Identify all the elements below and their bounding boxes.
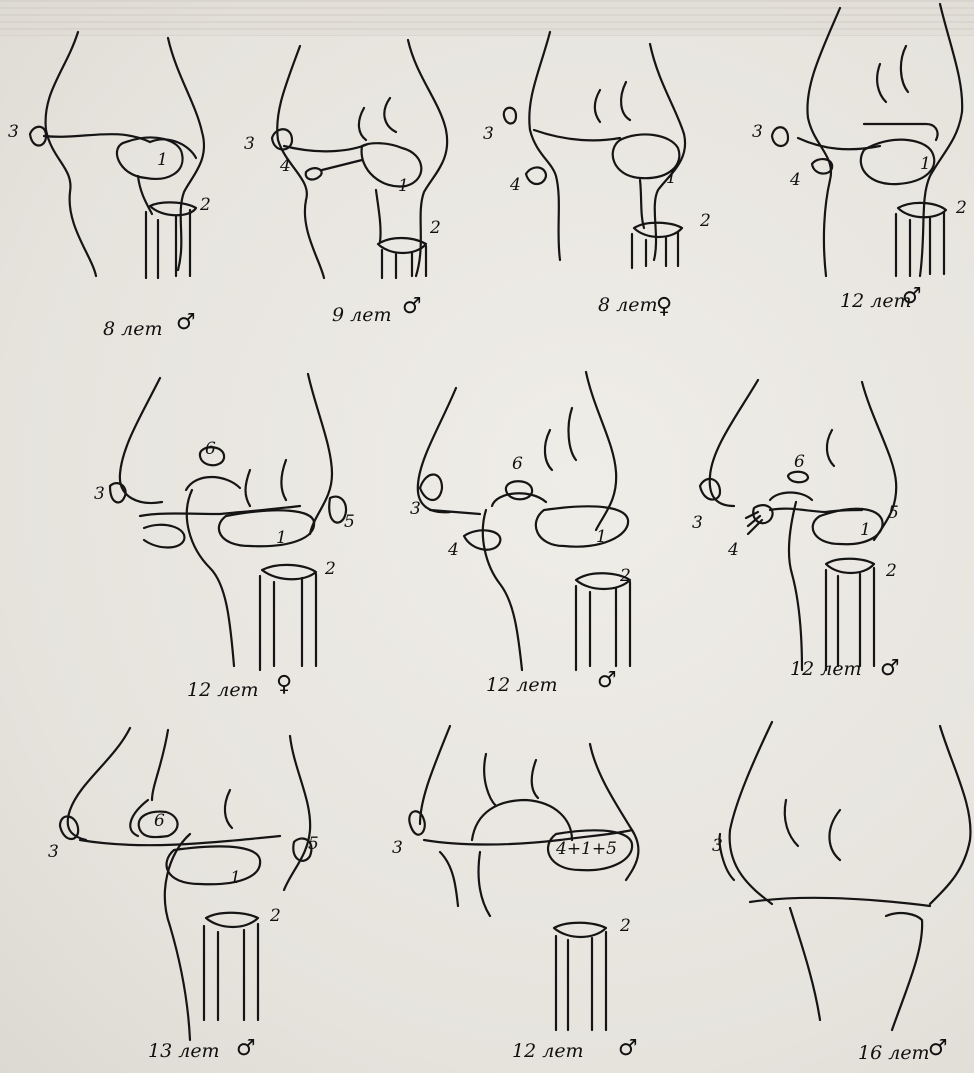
label-6: 6 [512, 456, 523, 473]
label-3: 3 [712, 838, 723, 855]
sex-symbol: ♂ [902, 286, 922, 308]
elbow-diagram-9: 4+1+5 2 3 12 лет ♂ [380, 720, 680, 1073]
age-caption: 12 лет [840, 292, 912, 311]
elbow-outline-2 [240, 30, 480, 350]
label-4: 4 [510, 177, 521, 194]
label-4: 4 [280, 158, 291, 175]
elbow-diagram-1: 1 2 3 8 лет ♂ [0, 30, 240, 350]
label-5: 5 [888, 505, 899, 522]
label-2: 2 [200, 197, 211, 214]
label-1: 1 [666, 170, 677, 187]
label-2: 2 [270, 908, 281, 925]
label-2: 2 [956, 200, 967, 217]
elbow-outline-8 [40, 720, 360, 1073]
label-3: 3 [392, 840, 403, 857]
label-1: 1 [398, 178, 409, 195]
label-1: 1 [860, 522, 871, 539]
sex-symbol: ♂ [928, 1038, 948, 1060]
label-4: 4 [728, 542, 739, 559]
label-1: 1 [276, 530, 287, 547]
label-3: 3 [752, 124, 763, 141]
elbow-diagram-3: 1 2 3 4 8 лет ♀ [480, 30, 730, 350]
label-3: 3 [692, 515, 703, 532]
age-caption: 12 лет [187, 681, 259, 700]
label-1: 1 [596, 529, 607, 546]
sex-symbol: ♂ [402, 296, 422, 318]
age-caption: 13 лет [148, 1042, 220, 1061]
label-6: 6 [794, 454, 805, 471]
age-caption: 12 лет [512, 1042, 584, 1061]
elbow-diagram-10: 3 16 лет ♂ [690, 720, 974, 1073]
label-1: 1 [230, 870, 241, 887]
elbow-diagram-5: 1 2 3 5 6 12 лет ♀ [80, 370, 380, 710]
elbow-diagram-8: 1 2 3 5 6 13 лет ♂ [40, 720, 360, 1073]
age-caption: 12 лет [790, 660, 862, 679]
label-1: 1 [920, 156, 931, 173]
elbow-diagram-4: 1 2 3 4 12 лет ♂ [730, 0, 974, 330]
sex-symbol: ♂ [618, 1038, 638, 1060]
label-5: 5 [308, 836, 319, 853]
label-2: 2 [430, 220, 441, 237]
label-2: 2 [620, 918, 631, 935]
sex-symbol: ♂ [176, 312, 196, 334]
age-caption: 8 лет [598, 296, 658, 315]
label-2: 2 [700, 213, 711, 230]
sex-symbol: ♂ [597, 670, 617, 692]
label-4: 4 [790, 172, 801, 189]
label-4-1-5: 4+1+5 [556, 841, 617, 858]
label-6: 6 [154, 813, 165, 830]
sex-symbol: ♂ [236, 1038, 256, 1060]
elbow-outline-4 [730, 0, 974, 330]
label-3: 3 [94, 486, 105, 503]
label-2: 2 [620, 568, 631, 585]
sex-symbol: ♂ [880, 658, 900, 680]
age-caption: 9 лет [332, 306, 392, 325]
label-3: 3 [8, 124, 19, 141]
sex-symbol: ♀ [276, 674, 292, 696]
label-2: 2 [325, 561, 336, 578]
label-3: 3 [410, 501, 421, 518]
label-5: 5 [344, 514, 355, 531]
elbow-outline-9 [380, 720, 680, 1073]
age-caption: 16 лет [858, 1044, 930, 1063]
elbow-diagram-6: 1 2 3 4 6 12 лет ♂ [400, 370, 670, 710]
elbow-diagram-7: 1 2 3 4 5 6 12 лет ♂ [690, 370, 974, 710]
label-3: 3 [48, 844, 59, 861]
elbow-diagram-2: 1 2 3 4 9 лет ♂ [240, 30, 480, 350]
elbow-outline-6 [400, 370, 670, 710]
sex-symbol: ♀ [656, 296, 672, 318]
label-2: 2 [886, 563, 897, 580]
elbow-outline-1 [0, 30, 240, 350]
label-4: 4 [448, 542, 459, 559]
label-3: 3 [483, 126, 494, 143]
label-1: 1 [157, 152, 168, 169]
elbow-outline-5 [80, 370, 380, 710]
label-3: 3 [244, 136, 255, 153]
age-caption: 12 лет [486, 676, 558, 695]
label-6: 6 [205, 441, 216, 458]
elbow-outline-10 [690, 720, 974, 1073]
age-caption: 8 лет [103, 320, 163, 339]
